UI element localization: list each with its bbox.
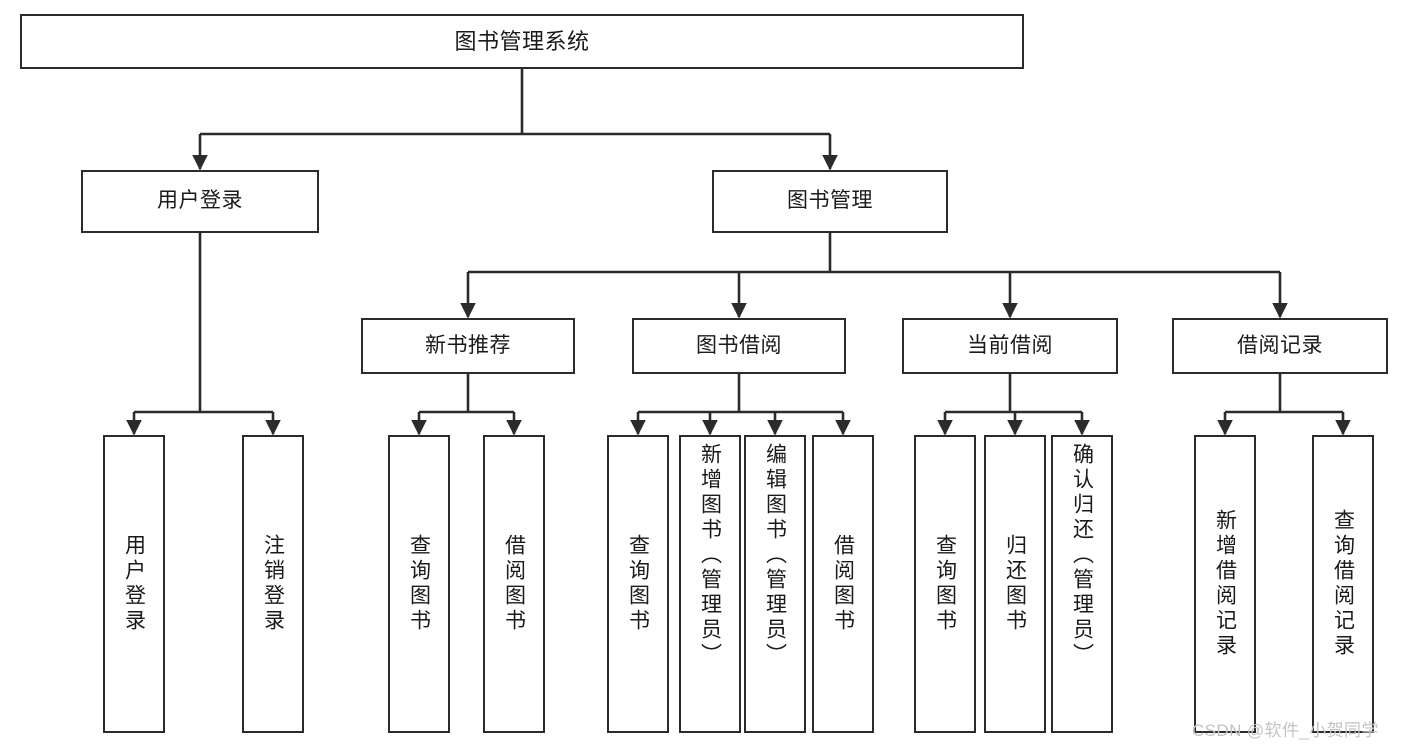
node-leaf7[interactable]: 编辑图书（管理员） (744, 435, 806, 733)
node-label-borrow: 图书借阅 (696, 333, 782, 357)
node-records[interactable]: 借阅记录 (1172, 318, 1388, 374)
node-leaf6[interactable]: 新增图书（管理员） (679, 435, 741, 733)
node-borrow[interactable]: 图书借阅 (632, 318, 846, 374)
node-label-leaf10: 归还图书 (1003, 534, 1027, 634)
node-label-leaf11: 确认归还（管理员） (1070, 443, 1094, 668)
node-leaf1[interactable]: 用户登录 (103, 435, 165, 733)
node-label-current: 当前借阅 (967, 333, 1053, 357)
node-leaf9[interactable]: 查询图书 (914, 435, 976, 733)
node-label-leaf8: 借阅图书 (831, 534, 855, 634)
node-leaf11[interactable]: 确认归还（管理员） (1051, 435, 1113, 733)
node-leaf8[interactable]: 借阅图书 (812, 435, 874, 733)
node-bookmgmt[interactable]: 图书管理 (712, 170, 948, 233)
node-label-bookmgmt: 图书管理 (787, 189, 873, 213)
node-label-leaf3: 查询图书 (407, 534, 431, 634)
node-label-leaf5: 查询图书 (626, 534, 650, 634)
node-newbook[interactable]: 新书推荐 (361, 318, 575, 374)
node-label-root: 图书管理系统 (454, 28, 590, 54)
node-leaf10[interactable]: 归还图书 (984, 435, 1046, 733)
node-label-newbook: 新书推荐 (425, 333, 511, 357)
node-leaf3[interactable]: 查询图书 (388, 435, 450, 733)
node-label-leaf4: 借阅图书 (502, 534, 526, 634)
node-leaf5[interactable]: 查询图书 (607, 435, 669, 733)
node-label-leaf6: 新增图书（管理员） (698, 443, 722, 668)
node-label-leaf12: 新增借阅记录 (1213, 509, 1237, 659)
csdn-watermark: CSDN @软件_小贺同学 (1192, 721, 1379, 740)
node-leaf12[interactable]: 新增借阅记录 (1194, 435, 1256, 733)
node-label-leaf7: 编辑图书（管理员） (763, 443, 787, 668)
node-label-leaf13: 查询借阅记录 (1331, 509, 1355, 659)
node-label-leaf2: 注销登录 (261, 534, 285, 634)
node-label-login: 用户登录 (157, 189, 243, 213)
node-label-records: 借阅记录 (1237, 333, 1323, 357)
node-current[interactable]: 当前借阅 (902, 318, 1118, 374)
node-leaf4[interactable]: 借阅图书 (483, 435, 545, 733)
node-label-leaf9: 查询图书 (933, 534, 957, 634)
node-leaf13[interactable]: 查询借阅记录 (1312, 435, 1374, 733)
node-login[interactable]: 用户登录 (81, 170, 319, 233)
node-label-leaf1: 用户登录 (122, 534, 146, 634)
node-root[interactable]: 图书管理系统 (20, 14, 1024, 69)
node-leaf2[interactable]: 注销登录 (242, 435, 304, 733)
